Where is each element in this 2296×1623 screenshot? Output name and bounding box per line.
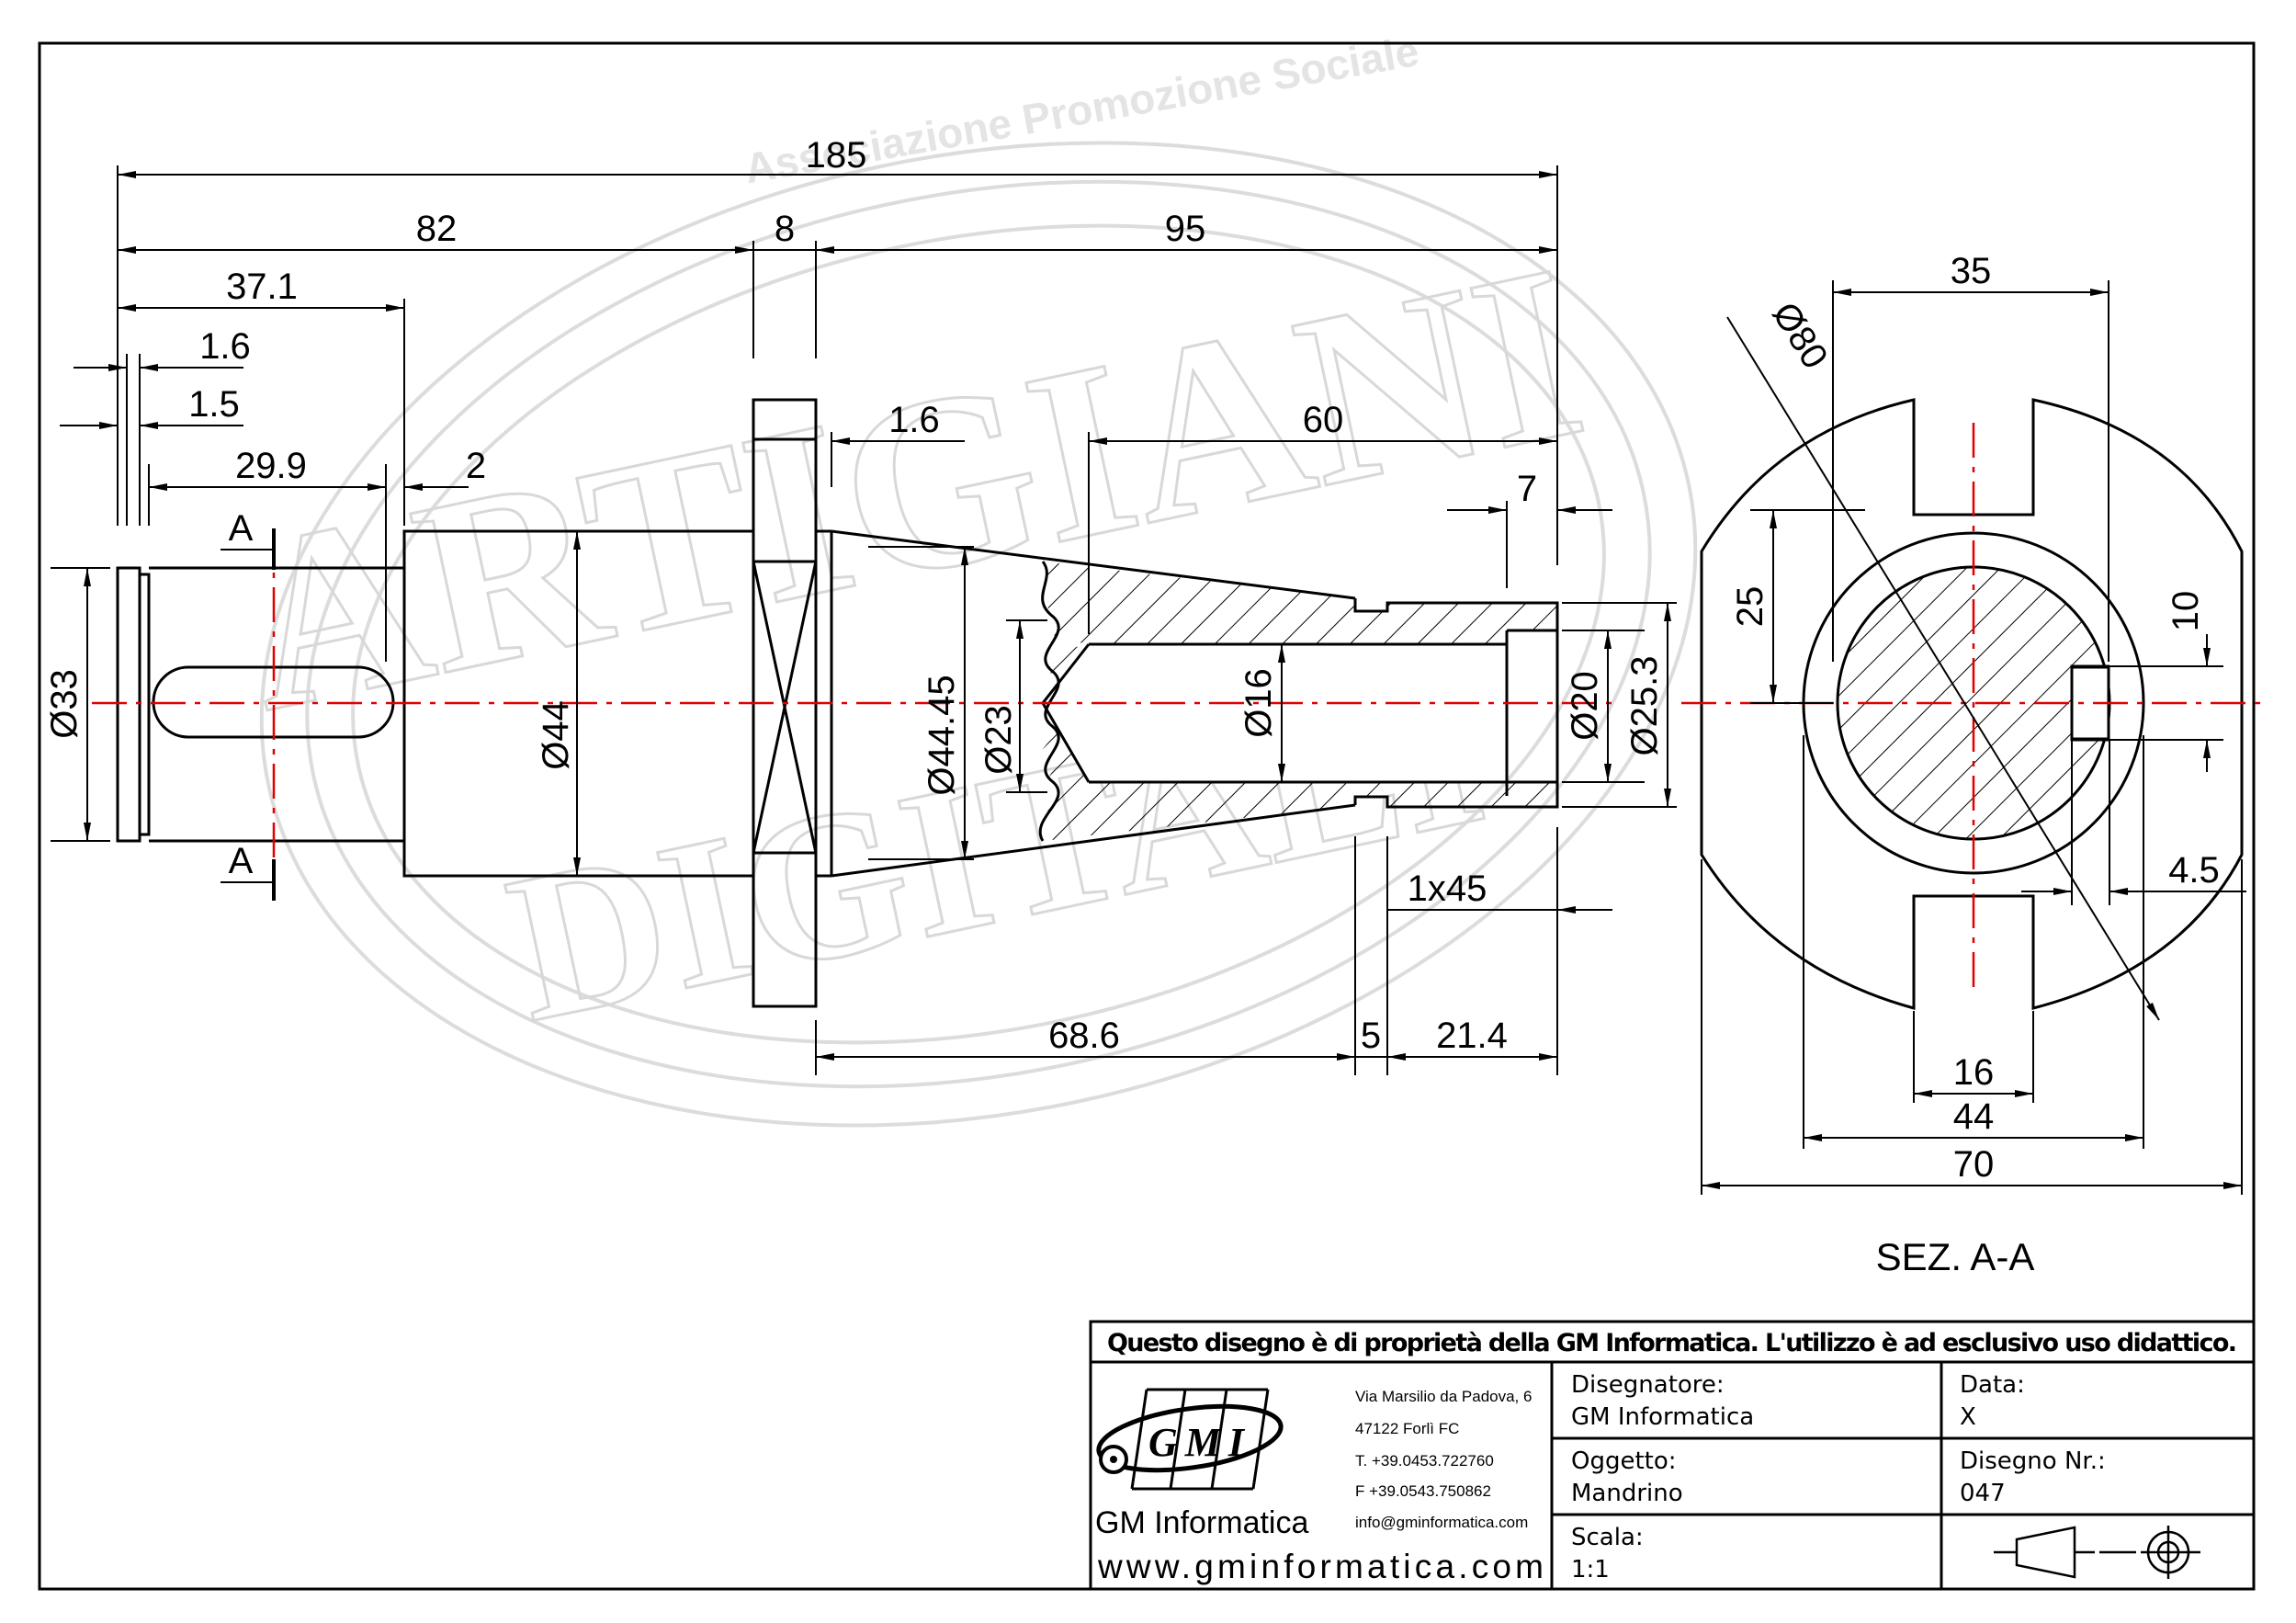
company-logo: GMI (1096, 1388, 1284, 1491)
dim-phi-33: Ø33 (44, 669, 85, 739)
date-value: X (1960, 1403, 1976, 1431)
drawing-number-label: Disegno Nr.: (1960, 1447, 2106, 1475)
projection-symbol-icon (1994, 1526, 2200, 1579)
dim-phi-44: Ø44 (536, 700, 576, 770)
drafter-value: GM Informatica (1571, 1403, 1754, 1431)
dim-70: 70 (1953, 1144, 1995, 1185)
dim-35: 35 (1951, 251, 1992, 291)
front-view (116, 398, 1559, 1008)
fax-number: F +39.0543.750862 (1355, 1482, 1491, 1500)
company-name: GM Informatica (1095, 1505, 1308, 1540)
date-label: Data: (1960, 1371, 2025, 1399)
dim-phi-20: Ø20 (1565, 671, 1605, 741)
dim-21-4: 21.4 (1436, 1016, 1508, 1056)
dim-1-6-groove: 1.6 (199, 326, 251, 367)
dim-4-5: 4.5 (2168, 850, 2220, 891)
dim-37-1: 37.1 (226, 267, 298, 307)
dim-185: 185 (806, 135, 867, 176)
section-mark-bottom: A (229, 841, 254, 881)
dim-95: 95 (1165, 209, 1206, 249)
dim-1-5: 1.5 (188, 384, 240, 425)
dim-82: 82 (416, 209, 458, 249)
dim-1-6-flange: 1.6 (888, 400, 940, 440)
dim-10: 10 (2166, 591, 2206, 632)
address-line-1: Via Marsilio da Padova, 6 (1355, 1388, 1532, 1405)
object-label: Oggetto: (1571, 1447, 1677, 1475)
dimension-lines-front (51, 165, 1677, 1075)
dim-2: 2 (466, 446, 486, 486)
dim-25: 25 (1730, 586, 1770, 628)
address-line-2: 47122 Forlì FC (1355, 1420, 1459, 1437)
ownership-notice: Questo disegno è di proprietà della GM I… (1107, 1329, 2237, 1357)
dim-phi-16: Ø16 (1238, 668, 1279, 738)
dim-phi-44-45: Ø44.45 (922, 675, 962, 795)
dim-phi-23: Ø23 (978, 705, 1019, 775)
object-value: Mandrino (1571, 1480, 1683, 1507)
title-block (1089, 1320, 2256, 1591)
scale-value: 1:1 (1571, 1556, 1610, 1583)
dim-1x45: 1x45 (1408, 868, 1487, 909)
dim-68-6: 68.6 (1048, 1016, 1120, 1056)
phone-number: T. +39.0453.722760 (1355, 1452, 1494, 1470)
watermark: ARTIGIANI DIGITALI Associazione Promozio… (218, 27, 1698, 1128)
drafter-label: Disegnatore: (1571, 1371, 1725, 1399)
centerlines-front (92, 528, 1617, 878)
section-label: SEZ. A-A (1876, 1235, 2035, 1278)
email-address: info@gminformatica.com (1355, 1514, 1528, 1531)
dim-16: 16 (1953, 1052, 1995, 1093)
dimension-lines-section (1701, 280, 2246, 1195)
centerlines-section (1681, 423, 2260, 988)
dimension-text-front: 185 82 8 95 37.1 1.6 1.5 29.9 2 1.6 60 7… (44, 135, 1665, 1056)
logo-text: GMI (1148, 1420, 1251, 1465)
dim-44: 44 (1953, 1096, 1995, 1137)
dim-phi-80: Ø80 (1764, 295, 1835, 375)
dim-60: 60 (1303, 400, 1344, 440)
dim-29-9: 29.9 (235, 446, 307, 486)
drawing-number-value: 047 (1960, 1480, 2006, 1507)
section-mark-top: A (229, 508, 254, 549)
dim-7: 7 (1517, 469, 1537, 509)
title-block-text: Questo disegno è di proprietà della GM I… (1095, 1329, 2237, 1585)
scale-label: Scala: (1571, 1524, 1644, 1551)
dim-phi-25-3: Ø25.3 (1624, 656, 1665, 756)
company-website: www.gminformatica.com (1097, 1548, 1544, 1585)
dim-5: 5 (1361, 1016, 1381, 1056)
dim-8: 8 (775, 209, 795, 249)
